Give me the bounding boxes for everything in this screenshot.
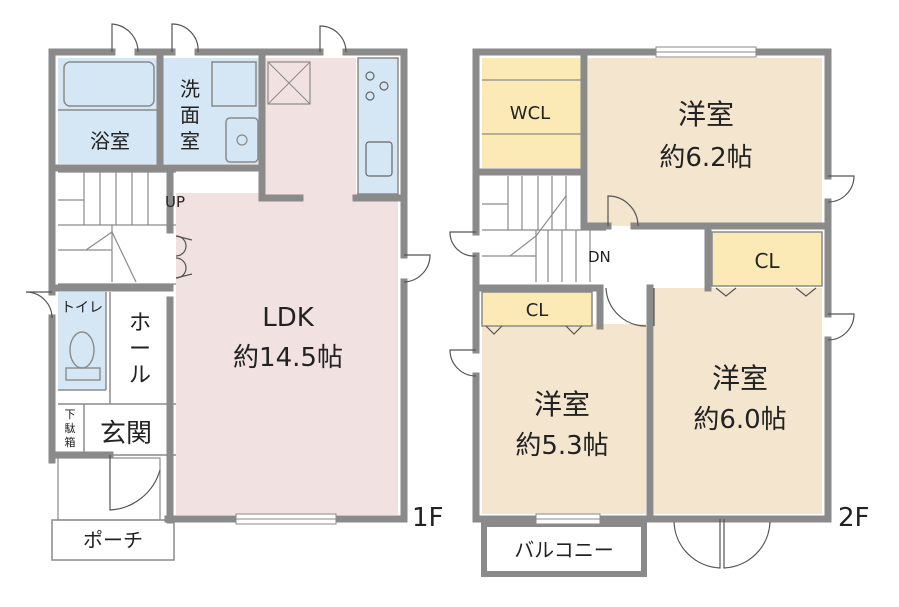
porch-area [51, 519, 175, 561]
floor-2f: WCL 洋室 約6.2帖 DN CL CL 洋室 約5.3帖 洋室 約6.0帖 … [449, 46, 870, 577]
walls-2f [472, 48, 832, 523]
porch-label: ポーチ [83, 528, 143, 552]
hall-label-1: ホ [129, 311, 151, 336]
washbasin [225, 117, 259, 163]
entrance-step [57, 457, 161, 521]
hall-label-3: ル [129, 363, 151, 388]
entrance-label: 玄関 [100, 419, 152, 449]
closet-a-area [711, 231, 823, 287]
closet-b-label: CL [526, 300, 549, 321]
washroom-area [163, 58, 259, 164]
washroom-label-3: 室 [180, 129, 200, 153]
stove-burner-1 [365, 71, 375, 81]
wcl-label: WCL [510, 103, 550, 124]
room-b-name: 洋室 [534, 388, 590, 421]
room-a-size: 約6.2帖 [659, 143, 752, 173]
stairs-2f [482, 176, 606, 282]
storage-x-line-2 [267, 61, 311, 105]
shoe-box-label-3: 箱 [65, 435, 76, 449]
closet-a-label: CL [754, 249, 780, 273]
shoe-box-label-1: 下 [65, 408, 76, 421]
room-c-name: 洋室 [712, 362, 768, 395]
stove-burner-3 [365, 91, 375, 101]
ldk-area [176, 193, 398, 515]
bath-area [58, 58, 158, 164]
washbasin-drain [236, 134, 248, 146]
room-a-name: 洋室 [678, 98, 734, 131]
kitchen-sink [365, 141, 393, 177]
toilet-tank [65, 367, 101, 381]
shoe-box-label-2: 駄 [65, 421, 76, 435]
hall-label-2: ー [129, 337, 151, 362]
doors-1f [25, 23, 431, 511]
bath-label: 浴室 [90, 129, 130, 153]
toilet-label: トイレ [61, 300, 103, 316]
washroom-label-1: 洗 [180, 77, 200, 101]
doors-2f [449, 175, 855, 569]
closet-b-area [481, 291, 593, 327]
wcl-area [482, 58, 582, 168]
kitchen-counter [357, 57, 399, 195]
ldk-label: LDK [262, 303, 315, 333]
stairs-1f [58, 171, 176, 285]
stove-burner-2 [379, 81, 389, 91]
floor-2f-label: 2F [838, 503, 870, 533]
washing-machine [211, 61, 257, 107]
floor-1f: 浴室 洗 面 室 UP LDK 約14.5帖 トイレ ホ ー ル 下 駄 箱 玄… [25, 23, 444, 561]
walls-1f [48, 48, 408, 524]
room-c-area [654, 288, 822, 514]
bathtub [63, 61, 155, 107]
hall-1f [58, 292, 176, 456]
room-b-size: 約5.3帖 [515, 431, 608, 461]
stairs-up-label: UP [165, 193, 185, 211]
floor-1f-label: 1F [412, 503, 444, 533]
ldk-size-label: 約14.5帖 [233, 343, 343, 373]
room-a-area [588, 58, 822, 226]
balcony-label: バルコニー [514, 538, 614, 562]
storage-x [267, 61, 311, 105]
room-b-area [482, 324, 646, 514]
stairs-down-label: DN [588, 248, 611, 266]
washroom-label-2: 面 [180, 103, 200, 127]
room-c-size: 約6.0帖 [693, 405, 786, 435]
